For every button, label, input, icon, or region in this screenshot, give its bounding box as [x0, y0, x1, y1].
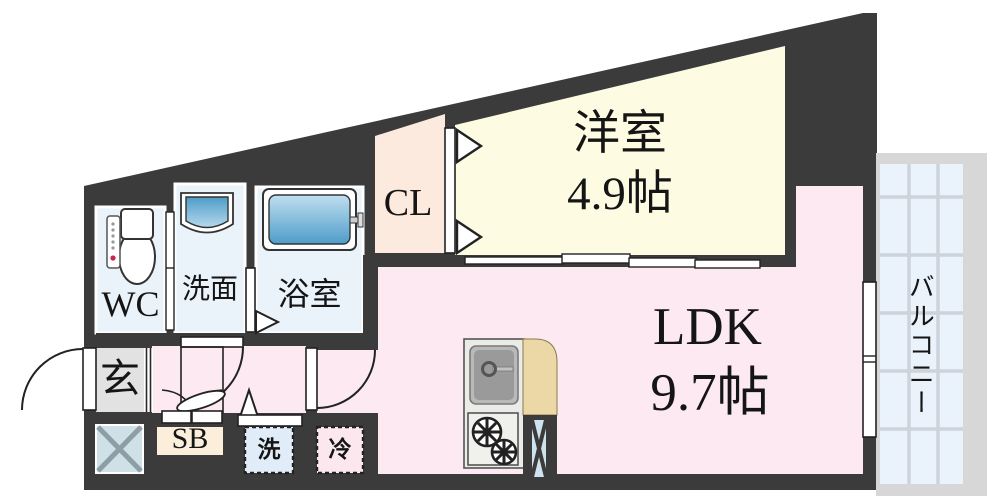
stove-burner-icon [471, 416, 503, 448]
closet-label: CL [383, 182, 433, 224]
counter-end-panel [522, 338, 558, 416]
entrance-door-icon [21, 347, 97, 411]
hallway-floor [152, 346, 306, 413]
ldk-door-area-floor [317, 350, 378, 413]
entrance-step [144, 348, 153, 412]
western-room-label: 洋室 [573, 108, 667, 160]
counter-duct [530, 419, 548, 478]
room-ldk-notch-floor [796, 186, 863, 273]
bathtub-icon [262, 188, 364, 251]
room-western-floor [455, 46, 785, 255]
refrigerator-space-label: 冷 [328, 437, 352, 462]
balcony-window-icon [862, 281, 877, 438]
bathroom-label: 浴室 [277, 276, 342, 312]
ldk-door-icon [305, 347, 376, 411]
room-closet-floor [375, 114, 445, 253]
western-room-area: 4.9帖 [567, 168, 673, 220]
western-room-sliding-door-icon [464, 253, 761, 269]
kitchen-counter-icon [463, 338, 558, 478]
bathroom-door-icon [245, 267, 281, 335]
shoe-box-label: SB [171, 422, 209, 455]
room-ldk-floor [378, 267, 863, 474]
ldk-label: LDK [653, 298, 762, 356]
balcony [876, 153, 987, 496]
balcony-label: バルコニー [905, 272, 935, 418]
toilet-icon [106, 208, 156, 285]
shoe-box-cabinet-icon [157, 346, 226, 455]
washroom-label: 洗面 [181, 274, 238, 305]
washer-space-box [243, 425, 295, 475]
ldk-area: 9.7帖 [650, 364, 770, 422]
stove-burner-icon [490, 438, 518, 466]
wc-sliding-door-icon [165, 211, 175, 331]
entrance-floor [96, 348, 144, 412]
sink-icon [180, 192, 234, 234]
refrigerator-space-box [315, 425, 365, 475]
washer-space-door-icon [237, 386, 303, 427]
wc-label: WC [101, 284, 160, 324]
washer-space-label: 洗 [257, 437, 281, 462]
wall-bathroom-right [363, 255, 378, 346]
balcony-tile-grid [880, 164, 963, 484]
closet-folding-door-icon [444, 127, 484, 256]
pipe-space [95, 424, 144, 474]
entrance-label: 玄 [100, 356, 140, 401]
